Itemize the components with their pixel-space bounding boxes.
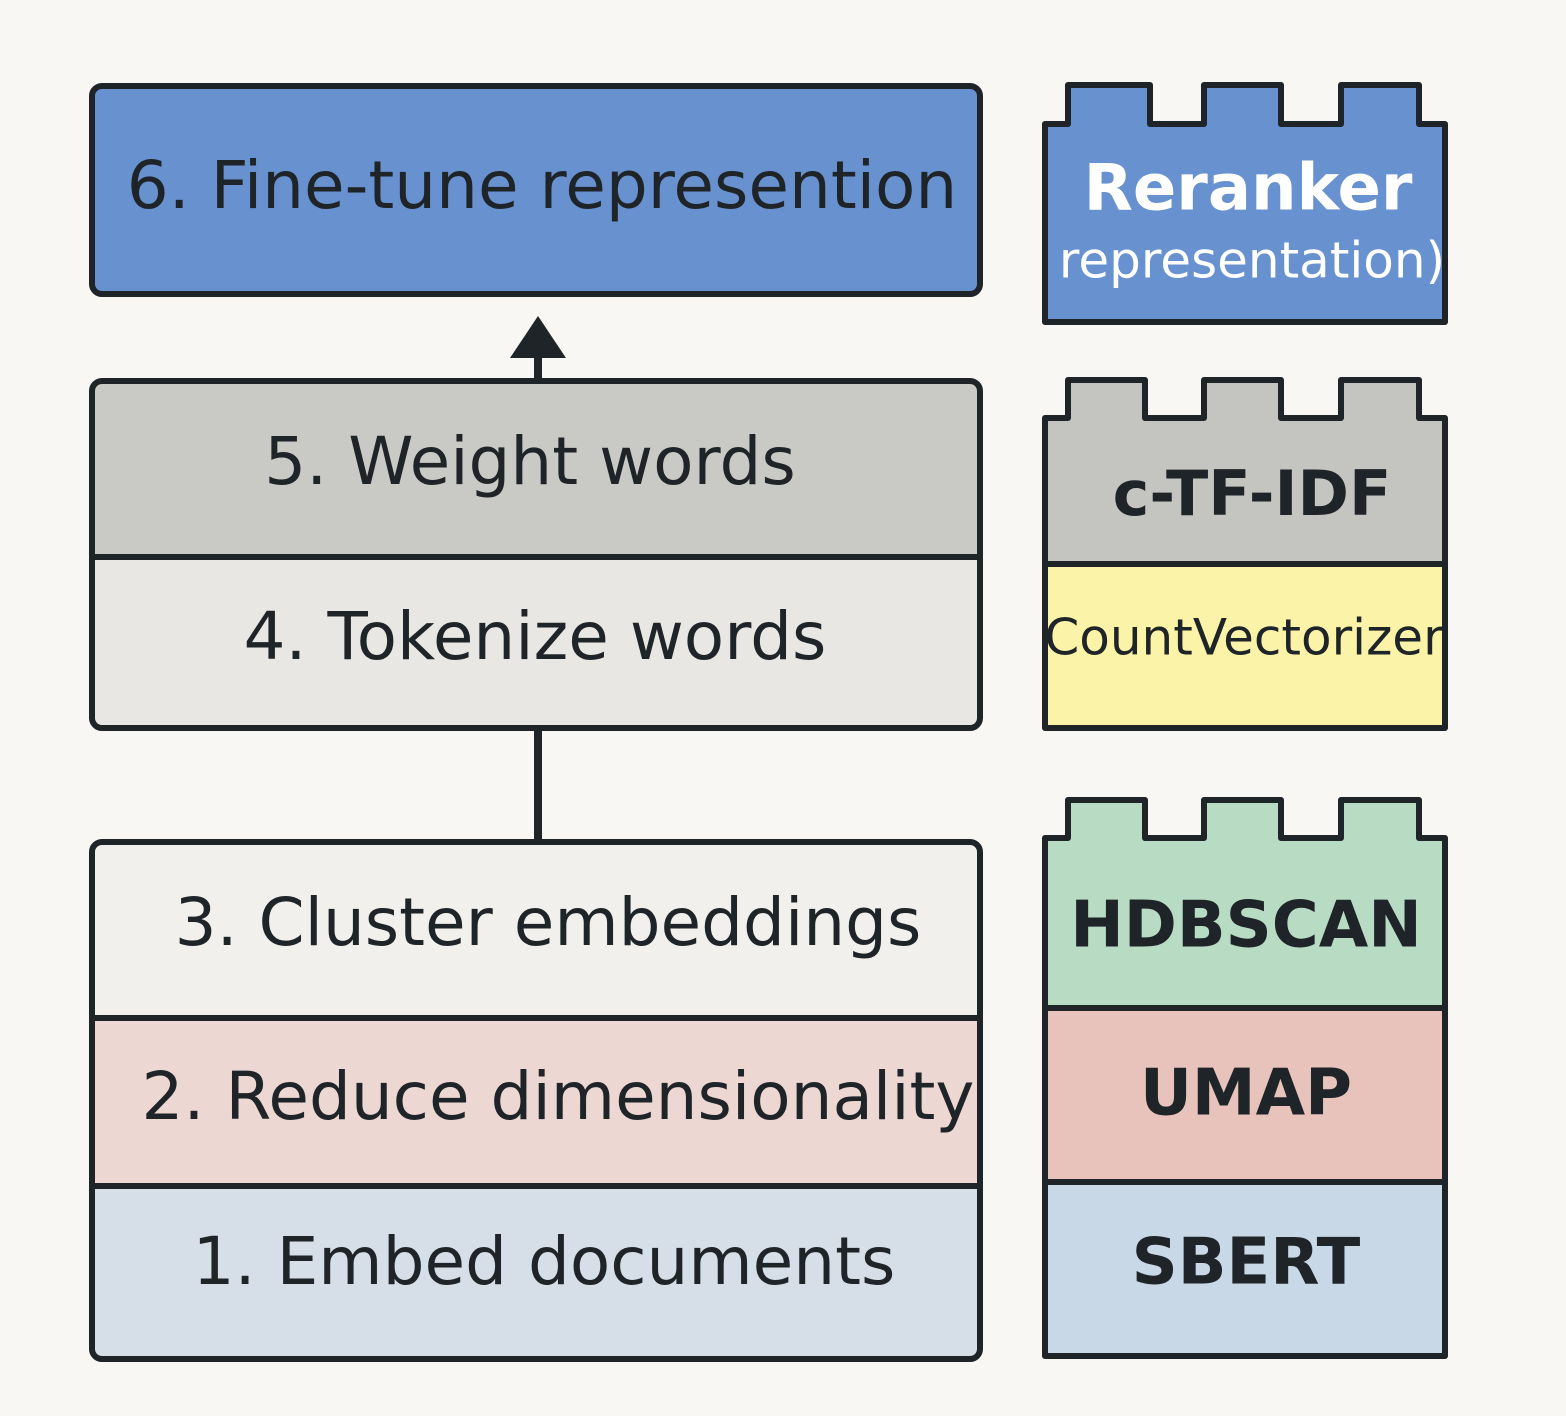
ctfidf-countvectorizer-block: c-TF-IDF CountVectorizer — [1042, 377, 1448, 731]
hdbscan-umap-sbert-block: HDBSCAN UMAP SBERT — [1042, 797, 1448, 1359]
ctfidf-label: c-TF-IDF — [1113, 457, 1392, 530]
step-6-fill — [89, 83, 983, 297]
step-1-fill — [95, 1186, 977, 1356]
step-1-label: 1. Embed documents — [193, 1223, 896, 1300]
step-5-fill — [95, 384, 977, 557]
step-3-fill — [95, 845, 977, 1018]
reranker-subtitle: representation) — [1059, 232, 1445, 290]
reranker-block: Reranker representation) — [1042, 82, 1448, 325]
reranker-title: Reranker — [1084, 152, 1413, 226]
reranker-block-shape — [1042, 82, 1448, 325]
hdbscan-umap-sbert-outline — [1042, 797, 1448, 1359]
steps-1-3-box: 3. Cluster embeddings 2. Reduce dimensio… — [89, 839, 983, 1362]
step-4-label: 4. Tokenize words — [244, 598, 827, 675]
step-2-fill — [95, 1018, 977, 1186]
sbert-fill — [1048, 1182, 1442, 1356]
umap-fill — [1048, 1008, 1442, 1182]
umap-label: UMAP — [1140, 1057, 1352, 1131]
ctfidf-countvectorizer-outline — [1042, 377, 1448, 731]
step-5-label: 5. Weight words — [264, 423, 795, 500]
step-6-box: 6. Fine-tune represention — [89, 83, 983, 297]
countvectorizer-label: CountVectorizer — [1044, 609, 1444, 667]
steps-4-5-box: 5. Weight words 4. Tokenize words — [89, 378, 983, 731]
ctfidf-block-shape — [1045, 380, 1445, 562]
step-3-label: 3. Cluster embeddings — [175, 884, 922, 961]
arrow-head-icon — [510, 316, 566, 358]
step-4-fill — [95, 557, 977, 725]
sbert-label: SBERT — [1132, 1226, 1361, 1300]
arrow-to-step-6 — [510, 316, 566, 384]
step-6-label: 6. Fine-tune represention — [127, 147, 958, 224]
countvectorizer-fill — [1048, 564, 1442, 727]
hdbscan-label: HDBSCAN — [1070, 889, 1422, 963]
hdbscan-block-shape — [1045, 800, 1445, 1008]
steps-1-3-outline — [89, 839, 983, 1362]
step-2-label: 2. Reduce dimensionality — [142, 1058, 975, 1135]
